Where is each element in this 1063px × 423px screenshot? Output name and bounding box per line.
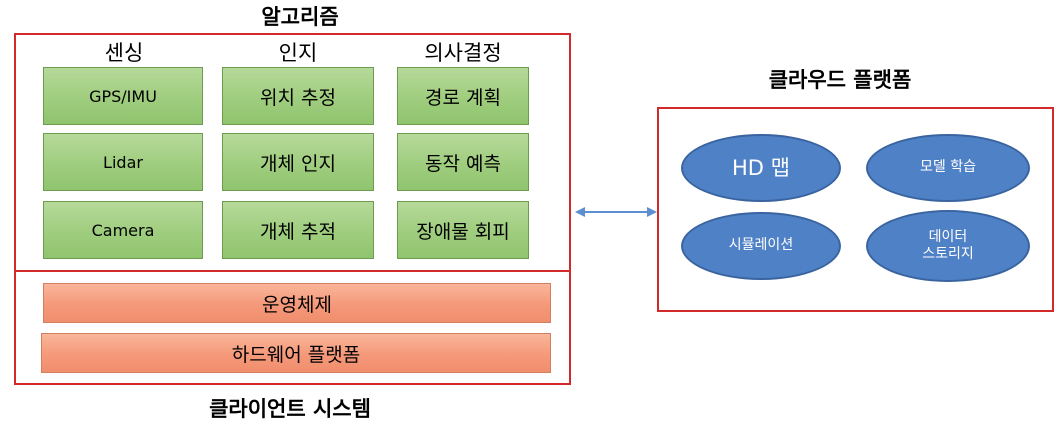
- model-training-label: 모델 학습: [920, 159, 976, 176]
- operating-system-layer: 운영체제: [43, 283, 551, 323]
- data-storage-label-line1: 데이터: [928, 228, 968, 245]
- client-system-title: 클라이언트 시스템: [209, 397, 371, 421]
- module-localization: 위치 추정: [222, 67, 374, 125]
- column-header-perception: 인지: [278, 41, 318, 65]
- module-camera: Camera: [43, 201, 203, 259]
- module-gps-imu: GPS/IMU: [43, 67, 203, 125]
- hd-map-label: HD 맵: [732, 155, 790, 180]
- module-object-detection: 개체 인지: [222, 133, 374, 191]
- model-training-node: 모델 학습: [866, 134, 1030, 202]
- client-system-frame: [14, 33, 571, 385]
- module-path-planning: 경로 계획: [397, 67, 529, 125]
- cloud-platform-title: 클라우드 플랫폼: [768, 68, 912, 92]
- hd-map-node: HD 맵: [681, 134, 841, 202]
- data-storage-label-line2: 스토리지: [922, 246, 974, 262]
- data-storage-node: 데이터 스토리지: [866, 210, 1030, 282]
- column-header-decision: 의사결정: [424, 41, 502, 65]
- bidirectional-connector-arrow: [575, 207, 657, 217]
- module-object-tracking: 개체 추적: [222, 201, 374, 259]
- column-header-sensing: 센싱: [104, 41, 144, 65]
- algorithm-title: 알고리즘: [261, 5, 339, 29]
- module-action-prediction: 동작 예측: [397, 133, 529, 191]
- module-obstacle-avoidance: 장애물 회피: [397, 201, 529, 259]
- algorithm-layer-divider: [14, 270, 571, 272]
- simulation-label: 시뮬레이션: [728, 237, 794, 254]
- module-lidar: Lidar: [43, 133, 203, 191]
- cloud-platform-frame: [657, 107, 1054, 312]
- hardware-platform-layer: 하드웨어 플랫폼: [41, 333, 551, 373]
- simulation-node: 시뮬레이션: [681, 212, 841, 280]
